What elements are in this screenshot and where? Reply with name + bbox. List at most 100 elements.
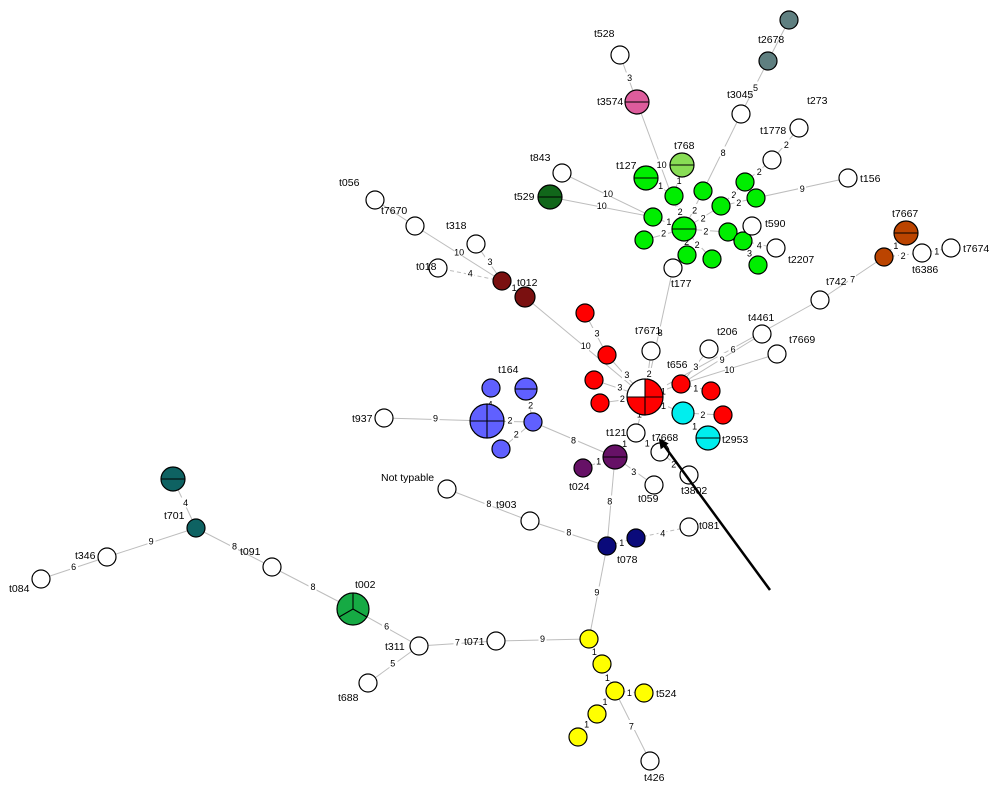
edge-weight-maroon2-t018: 4: [468, 268, 473, 278]
node-slate_top[interactable]: [779, 10, 799, 30]
node-g_d[interactable]: [634, 230, 654, 250]
node-g_f[interactable]: [735, 172, 755, 192]
node-b_hub[interactable]: [523, 412, 543, 432]
edge-weight-p_big-t078: 8: [607, 496, 612, 506]
node-t3802[interactable]: t3802: [679, 465, 707, 497]
node-g_a[interactable]: [664, 186, 684, 206]
node-r_w2[interactable]: [590, 393, 610, 413]
node-t701[interactable]: t701: [164, 510, 206, 538]
node-y_hub[interactable]: [605, 681, 625, 701]
node-t273[interactable]: t273: [789, 95, 828, 138]
node-t7674_n[interactable]: [912, 243, 932, 263]
node-t524[interactable]: t524: [634, 683, 677, 703]
node-y_2[interactable]: [592, 654, 612, 674]
node-g_l[interactable]: [677, 245, 697, 265]
node-g_hub[interactable]: [671, 216, 697, 242]
node-t2207[interactable]: t2207: [766, 238, 814, 266]
node-g_k[interactable]: [702, 249, 722, 269]
node-g_g[interactable]: [746, 188, 766, 208]
node-r_e3[interactable]: [713, 405, 733, 425]
node-t156[interactable]: t156: [838, 168, 881, 188]
node-t078[interactable]: t078: [597, 536, 638, 566]
node-t590[interactable]: t590: [742, 216, 786, 236]
node-g_h[interactable]: [718, 222, 738, 242]
node-t012[interactable]: t012: [514, 277, 538, 308]
edge-label-bg: [624, 72, 633, 83]
node-y_l1[interactable]: [587, 704, 607, 724]
node-t7669[interactable]: t7669: [767, 334, 815, 364]
node-t056[interactable]: t056: [339, 177, 385, 210]
node-g_i[interactable]: [733, 231, 753, 251]
node-r_n2[interactable]: [575, 303, 595, 323]
node-t2678[interactable]: t2678: [758, 34, 784, 71]
node-b_big[interactable]: [469, 403, 505, 439]
node-maroon2[interactable]: [492, 271, 512, 291]
node-t084[interactable]: t084: [9, 569, 51, 595]
node-t843[interactable]: t843: [530, 152, 572, 183]
node-t937[interactable]: t937: [352, 408, 394, 428]
node-t002[interactable]: t002: [336, 579, 376, 626]
node-t2953[interactable]: t2953: [695, 425, 748, 451]
node-g_b[interactable]: [693, 181, 713, 201]
node-label-t121: t121: [606, 427, 627, 439]
node-t346[interactable]: t346: [75, 547, 117, 567]
node-disc: [605, 681, 625, 701]
node-t656[interactable]: t656: [667, 359, 691, 394]
node-t7674[interactable]: t7674: [941, 238, 989, 258]
node-t121[interactable]: t121: [606, 423, 646, 443]
node-label-t937: t937: [352, 413, 373, 425]
node-nottypable[interactable]: Not typable: [381, 472, 457, 499]
node-t426[interactable]: t426: [640, 751, 665, 784]
node-t081[interactable]: t081: [679, 517, 720, 537]
node-t3045[interactable]: t3045: [727, 89, 753, 124]
node-t4461[interactable]: t4461: [748, 312, 774, 344]
node-p_big[interactable]: [602, 444, 628, 470]
edge-weight-t121-t7668: 1: [645, 438, 650, 448]
node-g_j[interactable]: [748, 255, 768, 275]
node-t528[interactable]: t528: [594, 28, 630, 65]
node-label-t426: t426: [644, 772, 665, 784]
node-hub_red[interactable]: [626, 378, 664, 416]
node-c_big[interactable]: [671, 401, 695, 425]
node-teal_top[interactable]: [160, 466, 186, 492]
node-t7671[interactable]: t7671: [635, 325, 661, 361]
node-t206[interactable]: t206: [699, 326, 738, 359]
node-b_s1[interactable]: [491, 439, 511, 459]
node-r_e2[interactable]: [701, 381, 721, 401]
node-navy2[interactable]: [626, 528, 646, 548]
node-t7670[interactable]: t7670: [381, 205, 425, 236]
node-t177[interactable]: t177: [663, 258, 692, 290]
node-t059[interactable]: t059: [638, 475, 664, 505]
node-label-t1778: t1778: [760, 125, 786, 137]
node-t091[interactable]: t091: [240, 546, 282, 577]
node-r_n1[interactable]: [597, 345, 617, 365]
node-y_top[interactable]: [579, 629, 599, 649]
node-g_c[interactable]: [643, 207, 663, 227]
node-t529[interactable]: t529: [514, 184, 563, 210]
edge-label-bg: [583, 719, 592, 730]
node-t024[interactable]: t024: [569, 458, 593, 493]
node-disc: [492, 271, 512, 291]
node-t6386[interactable]: t6386: [874, 247, 938, 276]
node-t127[interactable]: t127: [616, 160, 659, 191]
node-y_l2[interactable]: [568, 727, 588, 747]
node-g_e[interactable]: [711, 196, 731, 216]
edge-weight-navy2-t081: 4: [660, 529, 665, 539]
node-r_w1[interactable]: [584, 370, 604, 390]
node-t071[interactable]: t071: [464, 631, 506, 651]
edge-weight-t078-y_top: 9: [594, 587, 599, 597]
node-t164[interactable]: t164: [498, 364, 538, 401]
node-t688[interactable]: t688: [338, 673, 378, 704]
node-disc: [610, 45, 630, 65]
node-t311[interactable]: t311: [385, 636, 429, 656]
node-t742[interactable]: t742: [810, 276, 847, 310]
node-t7667[interactable]: t7667: [892, 208, 919, 246]
node-t3574[interactable]: t3574: [597, 89, 650, 115]
node-t903[interactable]: t903: [496, 499, 540, 531]
node-t018[interactable]: t018: [416, 258, 448, 278]
node-b_n1[interactable]: [481, 378, 501, 398]
edge-weight-t656-r_e2: 1: [693, 384, 698, 394]
node-t768[interactable]: t768: [669, 140, 695, 178]
node-t318[interactable]: t318: [446, 220, 486, 254]
node-t1778[interactable]: t1778: [760, 125, 786, 170]
